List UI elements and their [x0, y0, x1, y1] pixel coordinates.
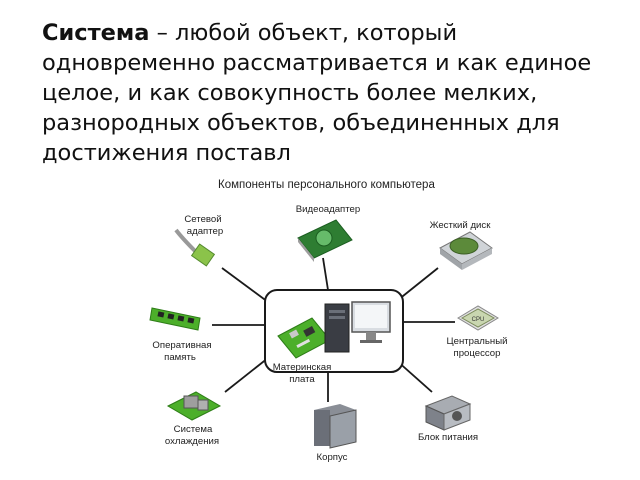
definition-term: Система [42, 20, 150, 46]
diagram-title: Компоненты персонального компьютера [218, 179, 435, 191]
label-network-adapter-1: Сетевой [184, 214, 221, 225]
hard-disk-icon [439, 231, 493, 270]
definition-paragraph: Система – любой объект, который одноврем… [42, 18, 602, 168]
psu-icon [424, 395, 472, 431]
label-cpu-1: Центральный [447, 336, 508, 347]
label-ram-2: память [164, 352, 196, 363]
ram-icon [149, 307, 201, 331]
network-adapter-icon [174, 228, 216, 267]
label-motherboard-2: плата [289, 374, 315, 385]
label-network-adapter-2: адаптер [187, 226, 223, 237]
label-motherboard-1: Материнская [273, 362, 332, 373]
definition-text: – любой объект, который одновременно рас… [42, 20, 592, 166]
computer-icon [324, 301, 391, 353]
label-psu: Блок питания [418, 432, 478, 443]
label-cpu-2: процессор [454, 348, 501, 359]
label-case: Корпус [317, 452, 348, 463]
label-ram-1: Оперативная [152, 340, 211, 351]
connector-lines [212, 257, 455, 402]
cooling-system-icon [166, 391, 222, 421]
label-cooling-1: Система [174, 424, 213, 435]
label-cooling-2: охлаждения [165, 436, 219, 447]
svg-text:CPU: CPU [472, 317, 485, 323]
case-icon [314, 404, 357, 449]
label-video-adapter: Видеоадаптер [296, 204, 360, 215]
label-hard-disk: Жесткий диск [430, 220, 492, 231]
video-adapter-icon [297, 219, 353, 262]
cpu-icon: CPU [457, 305, 499, 331]
